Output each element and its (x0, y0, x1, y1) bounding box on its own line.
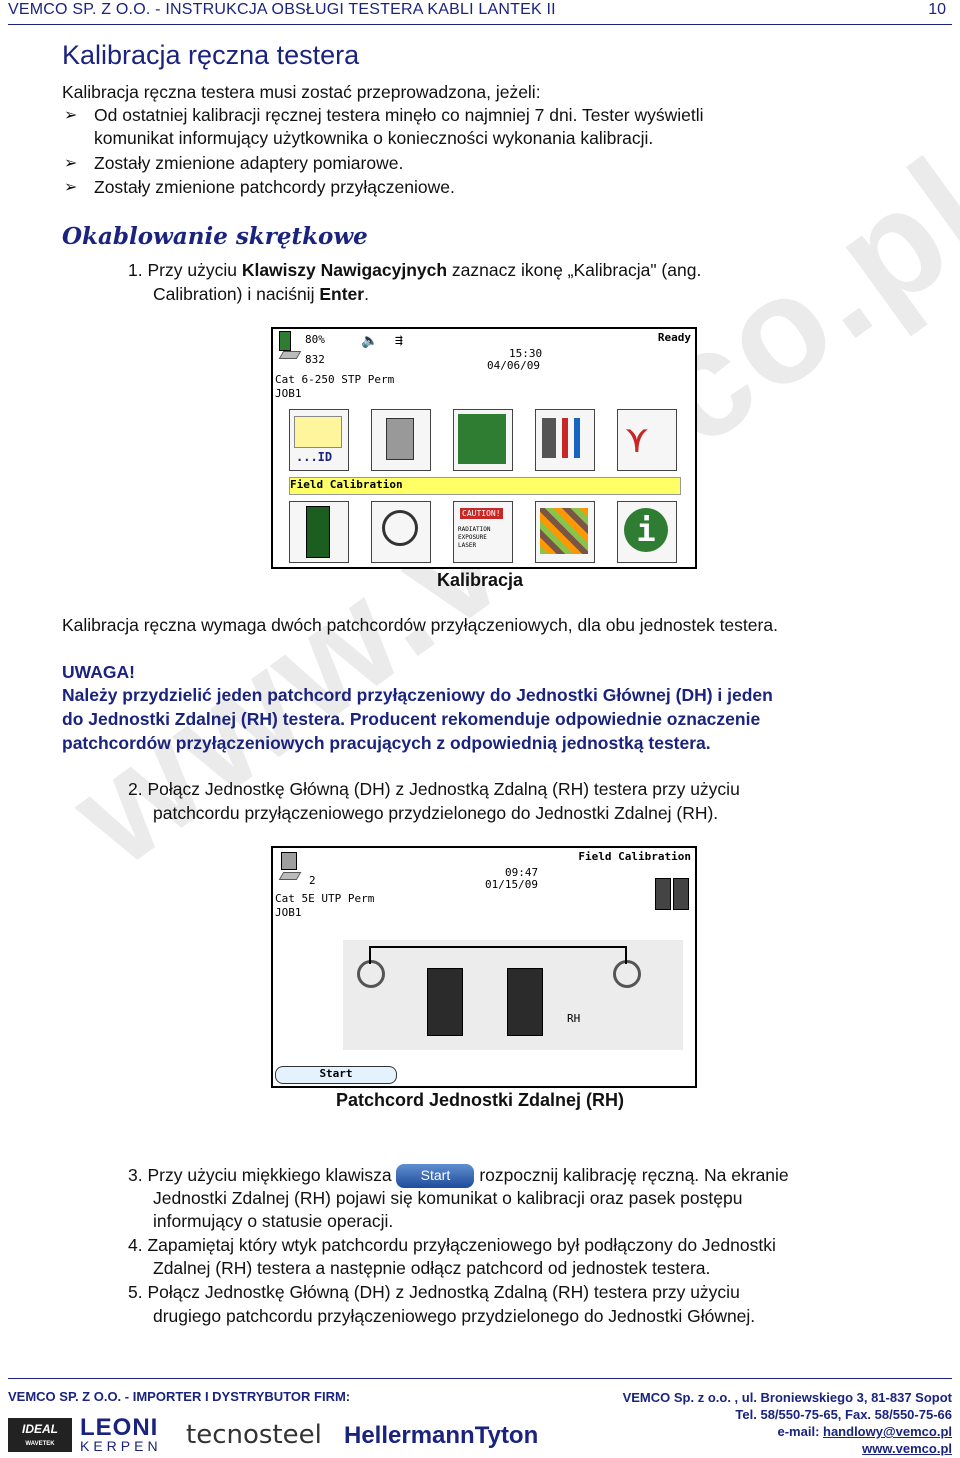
bullet-item-continuation: komunikat informujący użytkownika o koni… (94, 128, 654, 148)
bullet-item: ➢ Zostały zmienione patchcordy przyłącze… (64, 177, 455, 197)
footer-left-title: VEMCO SP. Z O.O. - IMPORTER I DYSTRYBUTO… (8, 1389, 351, 1404)
remote-unit-rh-icon (507, 968, 543, 1036)
header-company: VEMCO SP. Z O.O. (8, 1, 151, 18)
bullet-item: ➢ Zostały zmienione adaptery pomiarowe. (64, 153, 404, 173)
tuning-fork-icon[interactable]: ⋎ (617, 409, 677, 471)
step-2: 2. Połącz Jednostkę Główną (DH) z Jednos… (128, 779, 740, 799)
record-count: 832 (305, 353, 325, 366)
tester-screen-calibration: 2 Field Calibration 09:47 01/15/09 Cat 5… (271, 846, 697, 1088)
step-5: 5. Połącz Jednostkę Główną (DH) z Jednos… (128, 1282, 740, 1302)
subsection-title: Okablowanie skrętkowe (62, 223, 368, 250)
usb-icon: ⇶ (395, 333, 403, 348)
remote-unit-icon (673, 878, 689, 910)
main-unit-icon (655, 878, 671, 910)
laser-caution-icon[interactable]: CAUTION! RADIATION EXPOSURE LASER (453, 501, 513, 563)
job-name: JOB1 (275, 906, 302, 919)
cable-coil-icon (613, 960, 641, 988)
figure-caption-2: Patchcord Jednostki Zdalnej (RH) (335, 1090, 625, 1110)
start-softkey[interactable]: Start (275, 1066, 397, 1084)
info-icon[interactable]: i (617, 501, 677, 563)
battery-icon (279, 331, 291, 351)
cable-type: Cat 6-250 STP Perm (275, 373, 395, 386)
ideal-logo: IDEAL WAVETEK (8, 1418, 72, 1452)
cable-coil-icon (357, 960, 385, 988)
section-title: Kalibracja ręczna testera (62, 40, 360, 70)
footer-contact: VEMCO Sp. z o.o. , ul. Broniewskiego 3, … (623, 1389, 952, 1457)
arrow-bullet-icon: ➢ (64, 179, 78, 196)
leoni-logo: LEONI KERPEN (80, 1414, 162, 1454)
bullet-item: ➢ Od ostatniej kalibracji ręcznej tester… (64, 105, 704, 125)
clock-date: 01/15/09 (485, 878, 538, 891)
footer-website: www.vemco.pl (623, 1440, 952, 1457)
footer-phone: Tel. 58/550-75-65, Fax. 58/550-75-66 (735, 1407, 952, 1422)
selected-item-label: Field Calibration (289, 477, 681, 495)
plug-icon (281, 852, 297, 870)
step-4: 4. Zapamiętaj który wtyk patchcordu przy… (128, 1235, 776, 1255)
field-calibration-icon[interactable] (289, 501, 349, 563)
step-2-line2: patchcordu przyłączeniowego przydzielone… (153, 803, 719, 823)
arrow-bullet-icon: ➢ (64, 107, 78, 124)
cable-id-icon[interactable]: ...ID (289, 409, 349, 471)
website-link[interactable]: www.vemco.pl (862, 1441, 952, 1456)
email-link[interactable]: handlowy@vemco.pl (823, 1424, 952, 1439)
step-1: 1. Przy użyciu Klawiszy Nawigacyjnych za… (128, 260, 702, 280)
intro-text: Kalibracja ręczna testera musi zostać pr… (62, 82, 541, 102)
step-5-line2: drugiego patchcordu przyłączeniowego prz… (153, 1306, 756, 1326)
warning-line: patchcordów przyłączeniowych pracujących… (62, 733, 711, 753)
calibration-diagram: RH (343, 940, 683, 1050)
warning-line: Należy przydzielić jeden patchcord przył… (62, 685, 773, 705)
record-count: 2 (309, 874, 316, 887)
status-ready: Ready (657, 331, 691, 344)
screen-title: Field Calibration (578, 850, 691, 863)
arrow-bullet-icon: ➢ (64, 155, 78, 172)
warning-line: do Jednostki Zdalnej (RH) testera. Produ… (62, 709, 761, 729)
page-number: 10 (928, 1, 946, 18)
speaker-icon: 🔈 (361, 333, 379, 349)
tecnosteel-logo: tecnosteel (186, 1420, 322, 1450)
tools-icon[interactable] (535, 409, 595, 471)
tester-screen-menu: 80% 832 🔈 ⇶ Ready 15:30 04/06/09 Cat 6-2… (271, 327, 697, 569)
step-3: 3. Przy użyciu miękkiego klawisza Start … (128, 1164, 789, 1189)
cable-map-icon[interactable] (535, 501, 595, 563)
figure-caption-1: Kalibracja (436, 570, 524, 590)
footer-divider (8, 1378, 952, 1379)
step-4-line2: Zdalnej (RH) testera a następnie odłącz … (153, 1258, 711, 1278)
footer-address: VEMCO Sp. z o.o. , ul. Broniewskiego 3, … (622, 1390, 952, 1405)
paragraph-patchcords: Kalibracja ręczna wymaga dwóch patchcord… (62, 615, 778, 635)
step-3-line3: informujący o statusie operacji. (153, 1211, 394, 1231)
start-button-image: Start (396, 1164, 475, 1189)
clock-date: 04/06/09 (487, 359, 540, 372)
cabinet-icon[interactable] (371, 409, 431, 471)
hellermanntyton-logo: HellermannTyton (344, 1422, 539, 1449)
adapter-icon (278, 872, 302, 880)
adapter-icon (278, 351, 302, 359)
main-unit-dh-icon (427, 968, 463, 1036)
clock-time: 15:30 (509, 347, 543, 360)
step-3-line2: Jednostki Zdalnej (RH) pojawi się komuni… (153, 1188, 743, 1208)
step-1-line2: Calibration) i naciśnij Enter. (153, 284, 369, 304)
cable-type: Cat 5E UTP Perm (275, 892, 375, 905)
job-name: JOB1 (275, 387, 302, 400)
battery-level: 80% (305, 333, 325, 346)
patchcord-line (369, 946, 627, 964)
footer-email: e-mail: handlowy@vemco.pl (777, 1424, 953, 1439)
rh-label: RH (567, 1012, 581, 1025)
page-header: VEMCO SP. Z O.O. - INSTRUKCJA OBSŁUGI TE… (8, 1, 556, 19)
clock-time: 09:47 (505, 866, 539, 879)
warning-title: UWAGA! (62, 662, 135, 682)
stethoscope-icon[interactable] (371, 501, 431, 563)
header-title: - INSTRUKCJA OBSŁUGI TESTERA KABLI LANTE… (155, 1, 556, 18)
header-divider (8, 24, 952, 25)
tester-pair-icon[interactable] (453, 409, 513, 471)
